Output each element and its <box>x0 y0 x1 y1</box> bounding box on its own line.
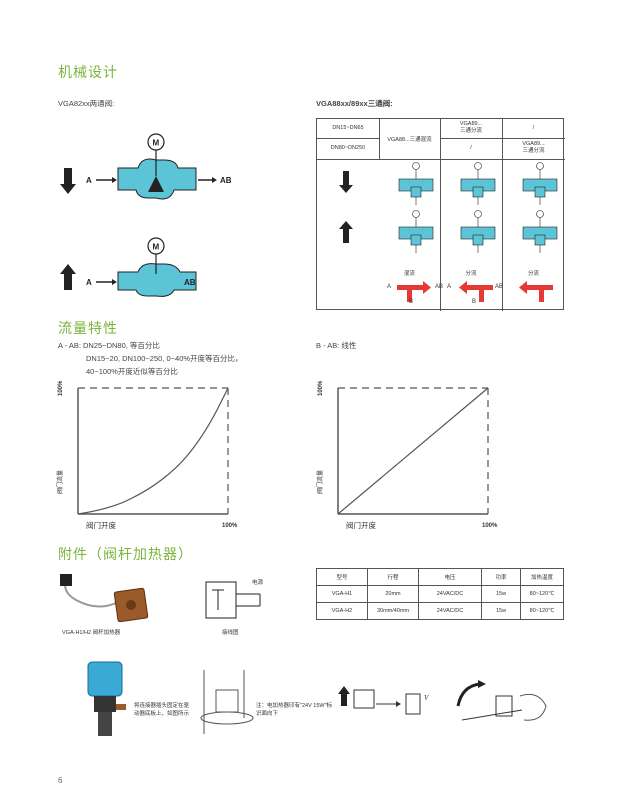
table-r2c3: / <box>470 145 472 151</box>
section-title-mech: 机械设计 <box>58 64 118 80</box>
valve-port-a: A <box>86 176 92 185</box>
flow-desc-left-1: A - AB: DN25~DN80, 等百分比 <box>58 341 160 350</box>
page-number: 6 <box>58 776 63 785</box>
th-voltage: 电压 <box>418 568 482 586</box>
heater-caption: VGA-H1/H2 阀杆加热器 <box>62 630 121 636</box>
table-r1c3: VGA89... 三通分流 <box>459 121 483 134</box>
valve-port-ab: AB <box>184 278 196 287</box>
two-way-label: VGA82xx两通阀: <box>58 99 115 108</box>
flow-desc-left-3: 40~100%开度近似等百分比 <box>86 367 178 376</box>
note-v: V <box>424 694 429 702</box>
cell: VGA-H1 <box>316 585 368 603</box>
th-stroke: 行程 <box>367 568 419 586</box>
valve-port-ab: AB <box>220 176 232 185</box>
chart-xlabel: 阀门开度 <box>86 520 116 530</box>
chart-ytick: 100% <box>318 380 324 396</box>
motor-icon <box>147 133 165 151</box>
table-r2c4: VGA89... 三通分流 <box>522 141 545 154</box>
two-way-valve-closed: A M AB <box>60 133 232 200</box>
th-temp: 加热温度 <box>520 568 564 586</box>
chart-ylabel: 阀门流量 <box>56 470 64 494</box>
two-way-valve-open: A M AB <box>60 237 197 297</box>
actuator-image <box>87 661 126 736</box>
svg-text:M: M <box>153 139 160 148</box>
flow-arrows <box>397 281 553 302</box>
install-note-2: 注：电加热器印有"24V 15W"标识面向下 <box>256 703 333 717</box>
stem-heater-image <box>60 574 149 623</box>
mix-port-b: B <box>409 299 414 305</box>
valve-port-a: A <box>86 278 92 287</box>
install-step-3-image: V <box>338 686 429 715</box>
svg-text:M: M <box>153 243 160 252</box>
cell: 30mm/40mm <box>367 602 419 620</box>
chart-xtick: 100% <box>222 523 238 529</box>
chart-xlabel: 阀门开度 <box>346 520 376 530</box>
up-arrow-icon <box>60 264 76 290</box>
wiring-diagram <box>205 581 261 619</box>
cell: 24VAC/DC <box>418 585 482 603</box>
split1-port-b: B <box>472 299 477 305</box>
flow-chart-linear: 100% 阀门流量 阀门开度 100% <box>316 380 498 530</box>
chart-ytick: 100% <box>58 380 64 396</box>
flow-desc-right: B - AB: 线性 <box>316 341 357 350</box>
install-step-4-image <box>456 680 547 721</box>
mix-label: 混流 <box>403 271 415 277</box>
down-arrow-icon <box>60 168 76 194</box>
section-title-accessory: 附件（阀杆加热器） <box>58 546 193 562</box>
cell: 15w <box>481 602 521 620</box>
th-power: 功率 <box>481 568 521 586</box>
table-header-row: 型号 行程 电压 功率 加热温度 <box>316 568 564 586</box>
cell: VGA-H2 <box>316 602 368 620</box>
table-r1c4: / <box>532 125 535 131</box>
cell: 80~120℃ <box>520 602 564 620</box>
split-label-2: 分流 <box>527 271 539 277</box>
series-line <box>77 387 229 515</box>
wiring-caption: 接线图 <box>222 630 239 636</box>
install-note-1: 将连接器插头固定在驱动器底板上，如图所示 <box>134 703 190 717</box>
motor-icon <box>147 237 165 255</box>
section-title-flow: 流量特性 <box>58 320 118 336</box>
split-label-1: 分流 <box>465 271 477 277</box>
up-arrow-icon <box>339 221 353 243</box>
cell: 15w <box>481 585 521 603</box>
power-label: 电源 <box>252 580 264 586</box>
split1-port-a: A <box>447 284 452 290</box>
install-step-2-image <box>200 670 254 734</box>
heater-spec-table: 型号 行程 电压 功率 加热温度 VGA-H1 20mm 24VAC/DC 15… <box>316 568 564 620</box>
flow-desc-left-2: DN15~20, DN100~250, 0~40%开度等百分比， <box>86 354 243 363</box>
table-row: VGA-H1 20mm 24VAC/DC 15w 80~120℃ <box>316 585 564 603</box>
table-c2: VGA88...三通混流 <box>387 137 432 143</box>
cell: 20mm <box>367 585 419 603</box>
split1-port-ab: AB <box>495 284 504 290</box>
cell: 24VAC/DC <box>418 602 482 620</box>
down-arrow-icon <box>339 171 353 193</box>
series-line <box>337 387 489 515</box>
chart-ylabel: 阀门流量 <box>316 470 324 494</box>
table-row: VGA-H2 30mm/40mm 24VAC/DC 15w 80~120℃ <box>316 602 564 620</box>
th-model: 型号 <box>316 568 368 586</box>
mix-port-ab: AB <box>435 284 444 290</box>
flow-chart-equal-percentage: 100% 阀门流量 阀门开度 100% <box>56 380 238 530</box>
cell: 80~120℃ <box>520 585 564 603</box>
mix-port-a: A <box>387 284 392 290</box>
table-r2c1: DN80~DN250 <box>330 145 366 151</box>
three-way-valve-diagrams <box>398 162 558 254</box>
three-way-table: DN15~DN65 DN80~DN250 VGA88...三通混流 VGA89.… <box>316 118 565 311</box>
three-way-label: VGA88xx/89xx三通阀: <box>316 99 393 108</box>
table-r1c1: DN15~DN65 <box>332 125 364 131</box>
chart-xtick: 100% <box>482 523 498 529</box>
